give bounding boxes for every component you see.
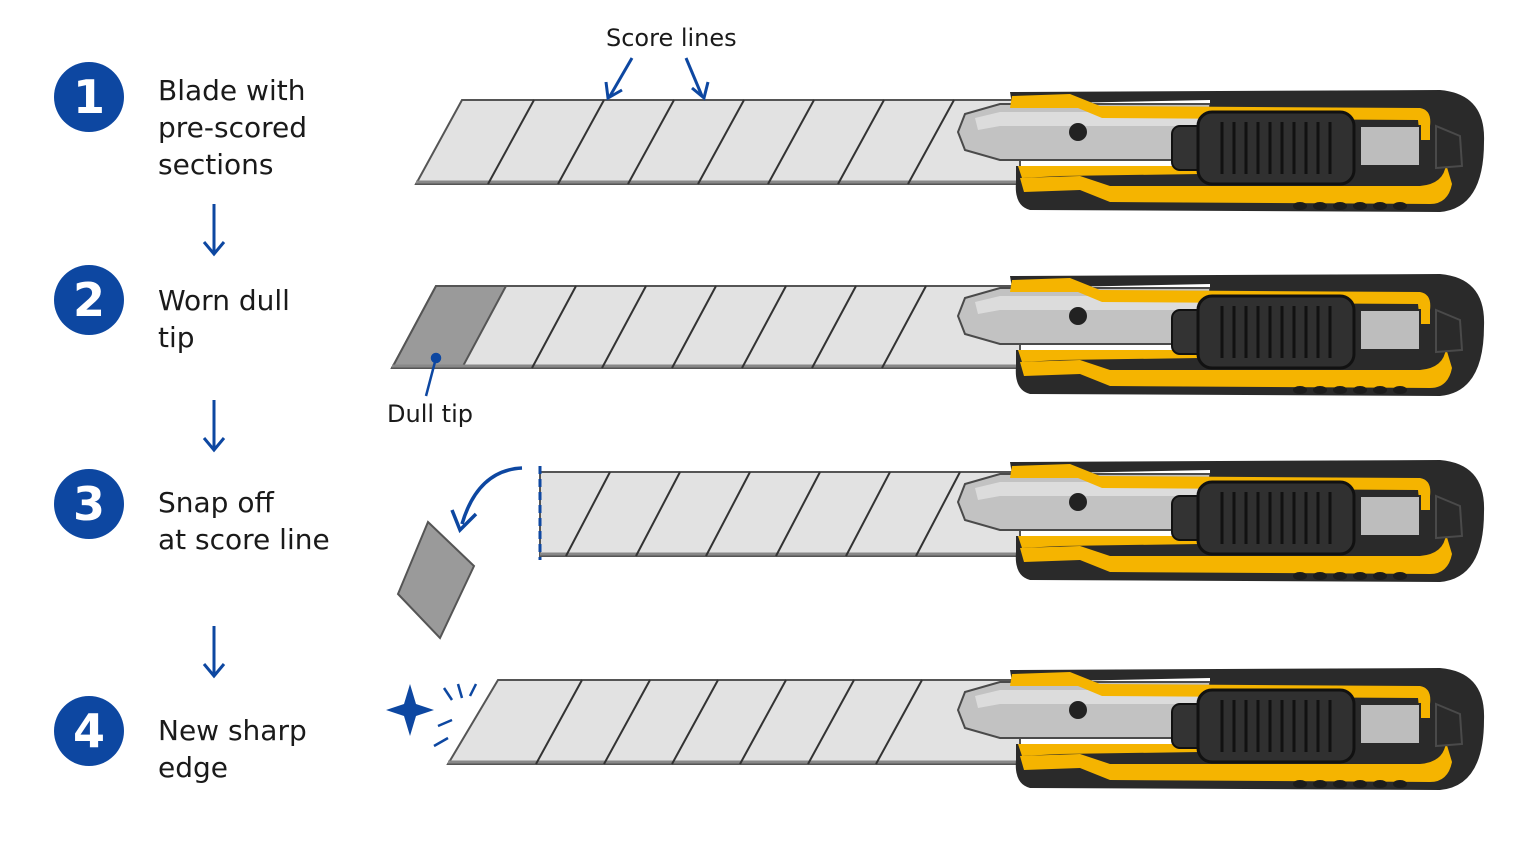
step-text-4: New sharp edge bbox=[158, 714, 307, 784]
arrow-down-icon bbox=[202, 626, 226, 679]
score-line-arrows bbox=[604, 57, 710, 101]
knife-3 bbox=[538, 458, 1486, 584]
step-text-1: Blade with pre-scored sections bbox=[158, 74, 308, 181]
knife-4 bbox=[446, 666, 1486, 792]
arrow-down-icon bbox=[202, 400, 226, 453]
step-badge-4: 4 bbox=[54, 696, 124, 766]
step-badge-1: 1 bbox=[54, 62, 124, 132]
dull-tip-label: Dull tip bbox=[387, 400, 473, 428]
step-text-2: Worn dull tip bbox=[158, 284, 290, 354]
knife-2 bbox=[390, 272, 1486, 398]
step-badge-3: 3 bbox=[54, 469, 124, 539]
snapped-blade-segment bbox=[396, 520, 476, 640]
step-text-3: Snap off at score line bbox=[158, 486, 330, 556]
curved-arrow-icon bbox=[450, 466, 523, 534]
step-badge-2: 2 bbox=[54, 265, 124, 335]
arrow-down-icon bbox=[202, 204, 226, 257]
knife-1 bbox=[414, 88, 1486, 214]
dull-tip-pointer bbox=[424, 352, 442, 397]
sparkle-icon bbox=[386, 683, 478, 748]
score-lines-label: Score lines bbox=[606, 24, 737, 52]
